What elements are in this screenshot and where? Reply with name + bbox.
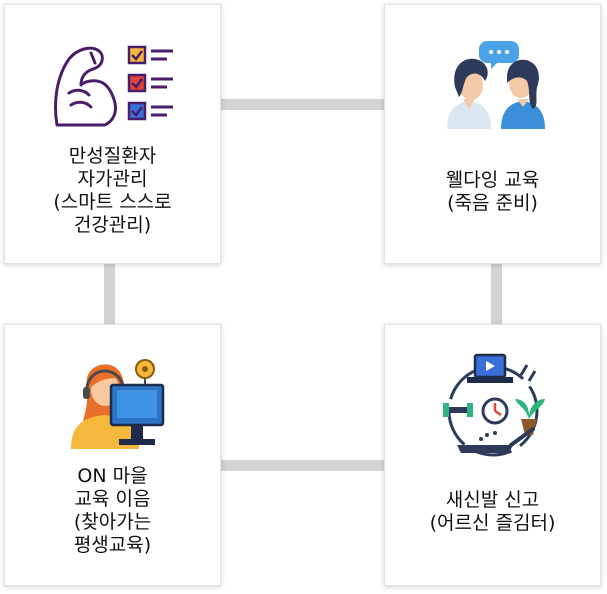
card-well-dying: 웰다잉 교육 (죽음 준비): [384, 4, 601, 264]
card-label-village-education: ON 마을 교육 이음 (찾아가는 평생교육): [73, 465, 152, 556]
connector-bottom: [218, 460, 386, 471]
fitness-checklist-icon: [54, 45, 173, 127]
conversation-icon: [447, 41, 545, 129]
connector-right: [491, 262, 502, 328]
card-label-senior-new-report: 새신발 신고 (어르신 즐김터): [429, 489, 556, 534]
card-label-chronic-self-care: 만성질환자 자가관리 (스마트 스스로 건강관리): [53, 145, 172, 236]
online-teacher-icon: [71, 359, 165, 449]
card-senior-new-report: 새신발 신고 (어르신 즐김터): [384, 324, 601, 586]
card-village-education: ON 마을 교육 이음 (찾아가는 평생교육): [4, 324, 221, 586]
connector-top: [218, 99, 386, 110]
leisure-activities-icon: [443, 353, 545, 457]
connector-left: [104, 262, 115, 328]
card-chronic-self-care: 만성질환자 자가관리 (스마트 스스로 건강관리): [4, 4, 221, 264]
card-label-well-dying: 웰다잉 교육 (죽음 준비): [445, 169, 540, 214]
